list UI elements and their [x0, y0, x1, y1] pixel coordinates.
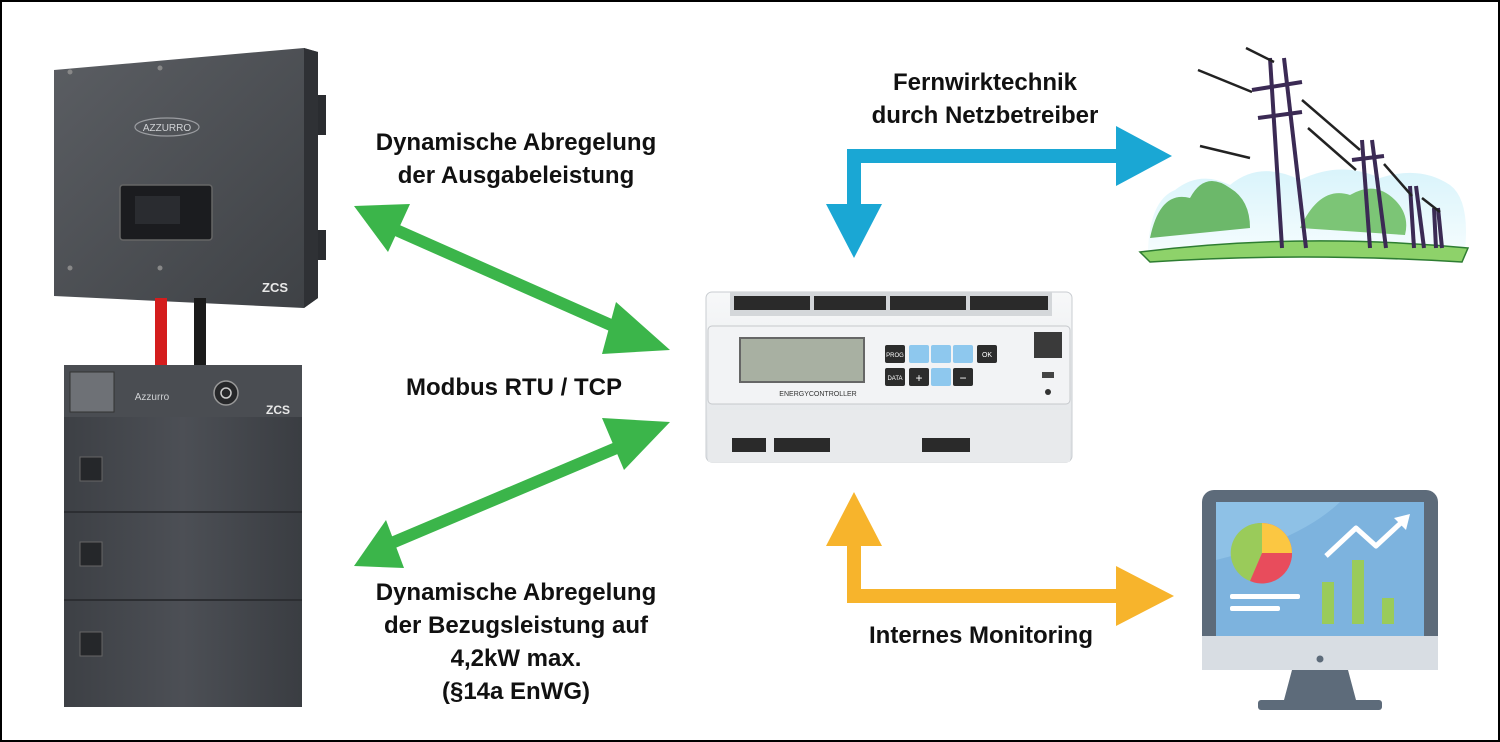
- inverter-zcs-logo: ZCS: [262, 280, 288, 295]
- inverter-brand-logo: [134, 117, 200, 137]
- svg-text:PROG: PROG: [886, 353, 904, 359]
- controller-brand-text: ENERGYCONTROLLER: [779, 391, 856, 398]
- label-output-curtailment-line-2: der Ausgabeleistung: [397, 162, 635, 189]
- battery-device: Azzurro ZCS: [64, 365, 302, 707]
- label-consumption-curtailment: Dynamische Abregelung der Bezugsleistung…: [326, 576, 706, 708]
- svg-text:+: +: [915, 371, 922, 385]
- label-consumption-curtailment-line-2: der Bezugsleistung auf: [383, 612, 649, 639]
- label-output-curtailment-line-1: Dynamische Abregelung: [375, 129, 657, 156]
- controller-down-button: [931, 368, 951, 386]
- arrow-grid-operator: [826, 126, 1172, 258]
- label-telecontrol-line-2: durch Netzbetreiber: [871, 102, 1099, 129]
- label-consumption-curtailment-line-4: (§14a EnWG): [441, 678, 591, 705]
- controller-ethernet-port: [1034, 332, 1062, 358]
- power-grid-illustration: [1138, 46, 1470, 263]
- energy-controller: ENERGYCONTROLLER PROG DATA + − OK: [705, 291, 1073, 463]
- label-modbus: Modbus RTU / TCP: [406, 374, 622, 401]
- svg-text:OK: OK: [982, 352, 992, 359]
- controller-top-terminals: [734, 296, 1048, 310]
- trend-line-icon: [1324, 518, 1406, 558]
- controller-minus-button: [953, 368, 973, 386]
- label-consumption-curtailment-line-1: Dynamische Abregelung: [375, 579, 657, 606]
- controller-bottom-terminals: [732, 438, 970, 452]
- battery-power-button: [213, 380, 239, 406]
- label-consumption-curtailment-line-3: 4,2kW max.: [450, 645, 582, 672]
- controller-plus-button: [909, 368, 929, 386]
- inverter-brand-text: AZZURRO: [143, 123, 192, 134]
- arrow-battery-controller: [354, 418, 670, 568]
- controller-left-button: [909, 345, 929, 363]
- controller-prog-button: [885, 345, 905, 363]
- controller-ok-button: [977, 345, 997, 363]
- battery-zcs-logo: ZCS: [266, 403, 290, 417]
- dc-cable-black: [194, 298, 206, 370]
- dc-cable-red: [155, 298, 167, 370]
- controller-lcd: [739, 337, 865, 383]
- svg-text:−: −: [959, 371, 966, 385]
- battery-brand-text: Azzurro: [135, 392, 170, 403]
- arrow-monitoring: [826, 492, 1174, 626]
- label-monitoring: Internes Monitoring: [869, 622, 1093, 649]
- label-output-curtailment: Dynamische Abregelung der Ausgabeleistun…: [336, 126, 696, 192]
- svg-text:DATA: DATA: [887, 376, 902, 382]
- inverter-device: AZZURRO ZCS: [54, 48, 326, 308]
- bar-chart-icon: [1322, 582, 1334, 624]
- controller-data-button: [885, 368, 905, 386]
- monitoring-screen-illustration: [1202, 490, 1438, 710]
- label-telecontrol: Fernwirktechnik durch Netzbetreiber: [820, 66, 1150, 132]
- controller-right-button: [953, 345, 973, 363]
- controller-up-button: [931, 345, 951, 363]
- controller-usb-port: [1042, 372, 1054, 378]
- label-telecontrol-line-1: Fernwirktechnik: [892, 69, 1078, 96]
- arrow-inverter-controller: [354, 204, 670, 354]
